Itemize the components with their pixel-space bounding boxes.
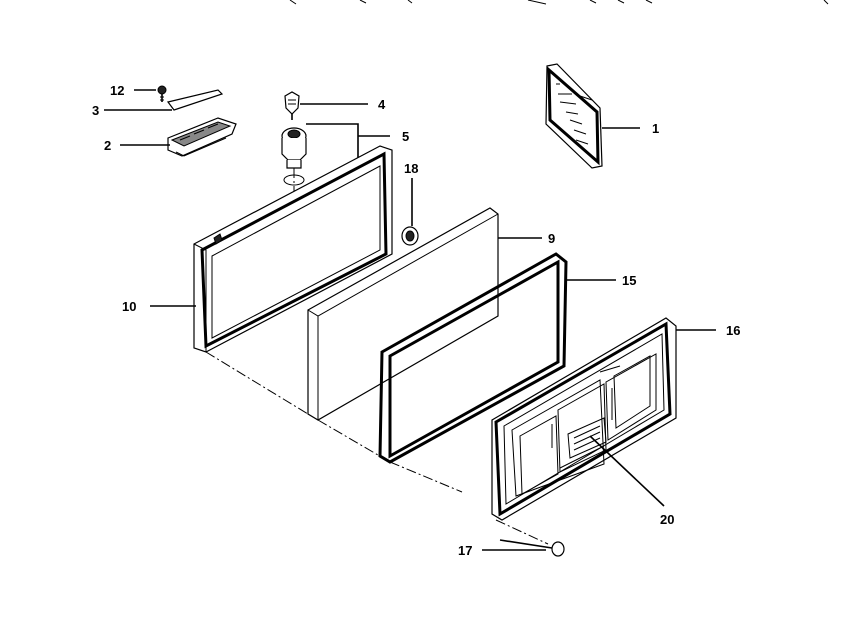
part-16-inner-door-panel [491, 317, 677, 521]
top-edge-marks [289, 0, 829, 5]
callout-1: 1 [652, 121, 659, 136]
callout-3: 3 [92, 103, 99, 118]
callout-4: 4 [378, 97, 386, 112]
alignment-centerlines [205, 351, 549, 545]
part-15-gasket [378, 252, 568, 464]
callout-15: 15 [622, 273, 636, 288]
part-18-bumper [401, 226, 419, 246]
part-1-data-plate [545, 63, 603, 169]
callout-2: 2 [104, 138, 111, 153]
callout-9: 9 [548, 231, 555, 246]
callout-5: 5 [402, 129, 409, 144]
callout-10: 10 [122, 299, 136, 314]
part-2-handle [167, 117, 237, 157]
part-3-trim-strip [166, 89, 224, 111]
part-4-key [284, 91, 300, 120]
callout-16: 16 [726, 323, 740, 338]
callout-12: 12 [110, 83, 124, 98]
callout-20: 20 [660, 512, 674, 527]
part-17-screw [499, 539, 565, 557]
part-10-door-frame [193, 145, 393, 353]
callout-17: 17 [458, 543, 472, 558]
part-12-screw [157, 85, 167, 102]
callout-18: 18 [404, 161, 418, 176]
leader-20 [589, 435, 665, 507]
part-9-liner-panel [307, 207, 499, 421]
